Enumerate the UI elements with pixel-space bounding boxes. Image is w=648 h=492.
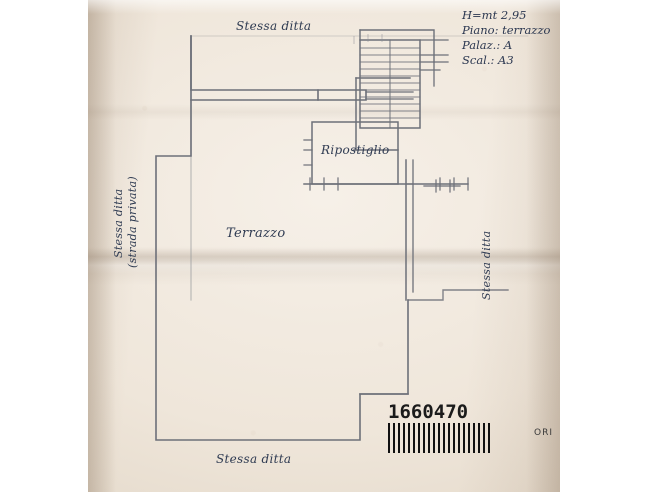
note-left: Stessa ditta [112, 188, 125, 258]
left-letterbox [0, 0, 88, 492]
note-right: Stessa ditta [480, 230, 493, 300]
right-letterbox [560, 0, 648, 492]
paper-fold-upper [88, 104, 560, 120]
paper-background [88, 0, 560, 492]
paper-left-shadow [88, 0, 116, 492]
note-top: Stessa ditta [236, 19, 312, 33]
paper-fold-center [88, 248, 560, 274]
header-line-building: Palaz.: A [462, 38, 513, 52]
ripostiglio-label: Ripostiglio [321, 143, 390, 157]
header-annotation-block: H=mt 2,95 Piano: terrazzo Palaz.: A Scal… [462, 8, 550, 68]
barcode-caption: ORI [534, 428, 553, 438]
scanned-document-image: H=mt 2,95 Piano: terrazzo Palaz.: A Scal… [88, 0, 560, 492]
barcode-block: 1660470 [388, 402, 490, 453]
paper-top-highlight [88, 0, 560, 14]
header-line-stair: Scal.: A3 [462, 53, 514, 67]
floor-plan-drawing [155, 29, 529, 441]
barcode-number: 1660470 [388, 401, 469, 423]
note-bottom: Stessa ditta [216, 452, 292, 466]
header-line-height: H=mt 2,95 [462, 8, 527, 22]
paper-right-shadow [526, 0, 560, 492]
terrazzo-label: Terrazzo [226, 226, 286, 241]
note-left-sub: (strada privata) [126, 176, 139, 268]
barcode-bars [388, 423, 490, 453]
header-line-floor: Piano: terrazzo [462, 23, 551, 37]
